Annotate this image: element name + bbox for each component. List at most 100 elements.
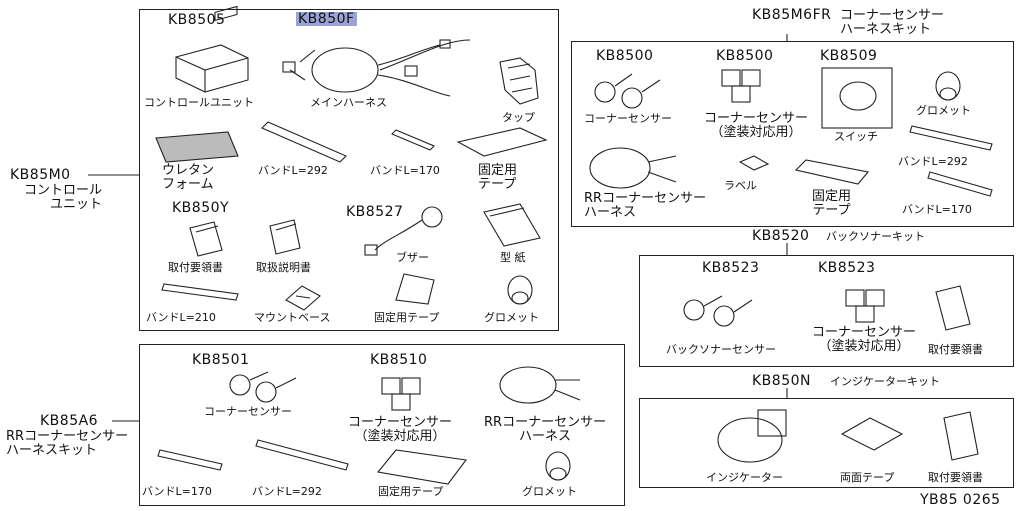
part-name: RRコーナーセンサー ハーネス xyxy=(584,191,707,220)
tap-icon xyxy=(499,57,539,105)
cable-tie-292-icon xyxy=(255,439,349,471)
part-code: KB8523 xyxy=(818,260,876,276)
kit-code-back-sonar: KB8520 xyxy=(752,228,810,244)
part-name: ラベル xyxy=(724,179,757,192)
corner-sensor-painted-icon xyxy=(845,289,885,323)
part-name: バックソナーセンサー xyxy=(666,343,776,356)
back-sonar-sensor-icon xyxy=(683,295,753,327)
part-name: 両面テープ xyxy=(840,471,895,484)
control-unit-icon xyxy=(175,5,249,93)
corner-sensor-icon xyxy=(594,73,661,109)
part-code: KB850Y xyxy=(172,200,230,216)
grommet-icon xyxy=(507,275,533,305)
part-name: 取付要領書 xyxy=(928,343,983,356)
back-sonar-kit-box xyxy=(639,255,1014,367)
part-name: バンドL=292 xyxy=(252,485,322,498)
install-manual-icon xyxy=(943,411,979,461)
corner-sensor-icon xyxy=(229,371,297,403)
part-name: メインハーネス xyxy=(310,96,387,109)
part-name: バンドL=170 xyxy=(142,485,212,498)
main-harness-icon xyxy=(282,39,471,97)
part-name: コーナーセンサー xyxy=(584,112,672,125)
part-name: マウントベース xyxy=(254,311,331,324)
part-name: コントロールユニット xyxy=(144,96,254,109)
grommet-icon xyxy=(545,451,571,481)
cable-tie-210-icon xyxy=(161,283,239,301)
part-code: KB8509 xyxy=(820,48,878,64)
part-name: 取付要領書 xyxy=(168,261,223,274)
switch-icon xyxy=(821,67,893,129)
part-name: バンドL=210 xyxy=(146,311,216,324)
rr-corner-harness-kit-box xyxy=(139,344,625,506)
rr-harness-icon xyxy=(589,147,677,189)
install-manual-icon xyxy=(189,221,223,257)
part-name: コーナーセンサー （塗装対応用） xyxy=(704,111,809,140)
part-name: インジケーター xyxy=(706,471,783,484)
kit-name-fr-harness: コーナーセンサー ハーネスキット xyxy=(840,8,945,37)
urethane-foam-icon xyxy=(155,131,239,163)
part-name: 固定用テープ xyxy=(374,311,440,324)
fixing-tape-icon xyxy=(794,159,870,185)
rr-harness-icon xyxy=(499,366,581,404)
figure-number: YB85 0265 xyxy=(920,492,1001,508)
label-icon xyxy=(738,155,770,171)
user-manual-icon xyxy=(269,219,301,255)
part-name: バンドL=292 xyxy=(898,155,968,168)
part-name: 固定用 テープ xyxy=(478,163,518,192)
group-name-rr-harness: RRコーナーセンサー ハーネスキット xyxy=(6,429,129,458)
corner-sensor-painted-icon xyxy=(721,69,761,103)
part-name: コーナーセンサー xyxy=(204,405,292,418)
mount-base-icon xyxy=(285,285,321,311)
fixing-tape-icon xyxy=(395,273,435,305)
kit-code-fr-harness: KB85M6FR xyxy=(752,7,832,23)
part-name: タップ xyxy=(502,111,535,124)
part-name: バンドL=170 xyxy=(902,203,972,216)
template-icon xyxy=(483,203,541,247)
cable-tie-292-icon xyxy=(261,121,347,163)
part-code: KB8500 xyxy=(596,48,654,64)
fixing-tape-icon xyxy=(376,449,467,485)
part-name: コーナーセンサー （塗装対応用） xyxy=(812,325,917,354)
indicator-icon xyxy=(717,409,787,463)
part-code: KB8510 xyxy=(370,352,428,368)
double-tape-icon xyxy=(840,417,904,451)
part-name: 取扱説明書 xyxy=(256,261,311,274)
fixing-tape-icon xyxy=(456,127,548,157)
corner-sensor-painted-icon xyxy=(381,377,421,411)
part-code: KB8527 xyxy=(346,204,404,220)
group-code-rr-harness: KB85A6 xyxy=(40,413,99,429)
cable-tie-292-icon xyxy=(909,125,993,151)
group-code-control-unit: KB85M0 xyxy=(10,167,71,183)
indicator-kit-box xyxy=(639,398,1014,488)
fr-corner-harness-kit-box xyxy=(571,41,1014,227)
part-name: グロメット xyxy=(522,485,577,498)
group-name-control-unit: コントロール ユニット xyxy=(23,183,102,212)
buzzer-icon xyxy=(364,206,443,256)
control-unit-kit-box xyxy=(139,9,559,331)
part-name: バンドL=170 xyxy=(370,164,440,177)
part-name: 固定用 テープ xyxy=(812,189,852,218)
part-code: KB8523 xyxy=(702,260,760,276)
cable-tie-170-icon xyxy=(391,129,435,151)
cable-tie-170-icon xyxy=(927,171,993,197)
part-name: バンドL=292 xyxy=(258,164,328,177)
kit-name-indicator: インジケーターキット xyxy=(830,375,940,388)
part-name: ブザー xyxy=(396,251,429,264)
grommet-icon xyxy=(935,71,961,101)
kit-code-indicator: KB850N xyxy=(752,373,811,389)
part-code: KB8505 xyxy=(168,12,226,28)
part-name: スイッチ xyxy=(834,130,878,143)
kit-name-back-sonar: バックソナーキット xyxy=(826,230,925,243)
part-code-highlighted: KB850F xyxy=(296,11,357,27)
part-code: KB8501 xyxy=(192,352,250,368)
part-name: グロメット xyxy=(916,104,971,117)
part-code: KB8500 xyxy=(716,48,774,64)
part-name: ウレタン フォーム xyxy=(162,163,215,192)
part-name: 取付要領書 xyxy=(928,471,983,484)
cable-tie-170-icon xyxy=(157,449,223,471)
part-name: RRコーナーセンサー ハーネス xyxy=(484,415,607,444)
part-name: 型 紙 xyxy=(500,251,526,264)
part-name: コーナーセンサー （塗装対応用） xyxy=(348,415,453,444)
